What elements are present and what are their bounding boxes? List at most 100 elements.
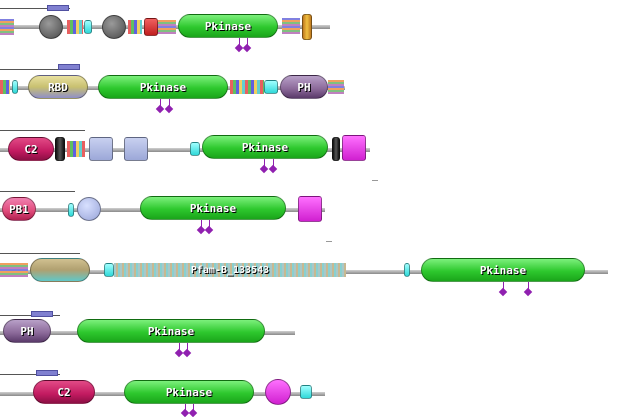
phosphosite-diamond-icon[interactable] [182,348,192,358]
pfam-b-region[interactable]: Pfam-B_133543 [114,263,346,277]
phosphosite-diamond-icon[interactable] [164,104,174,114]
segment-block-gold [302,14,312,40]
phosphosite-diamond-icon[interactable] [498,287,508,297]
row-label-line [0,191,75,192]
domain-label: C2 [24,142,38,156]
phosphosite-stem [179,343,180,351]
architecture-row-6: PH Pkinase [0,311,625,358]
pkinase-domain[interactable]: Pkinase [421,258,585,282]
phosphosite-stem [185,404,186,412]
ph-domain[interactable]: PH [280,75,328,99]
segment-block-black [332,137,340,161]
row-label-box[interactable] [47,5,69,11]
phosphosite-stem [503,282,504,290]
phosphosite-stem [273,159,274,167]
architecture-row-4: PB1 Pkinase [0,188,625,242]
n-terminal-domain[interactable] [30,258,90,282]
segment-block [282,18,300,34]
domain-label: C2 [57,385,71,399]
domain-circle[interactable] [265,379,291,405]
motif-square[interactable] [190,142,200,156]
architecture-row-7: C2 Pkinase [0,370,625,417]
rbd-domain[interactable]: RBD [28,75,88,99]
row-label-line [0,315,60,316]
phosphosite-stem [187,343,188,351]
domain-label: Pkinase [241,140,289,154]
phosphosite-stem [239,38,240,46]
phosphosite-diamond-icon[interactable] [268,164,278,174]
domain-label: Pkinase [189,201,237,215]
phosphosite-diamond-icon[interactable] [204,225,214,235]
segment-block [0,80,10,94]
motif-square[interactable] [104,263,114,277]
segment-block [128,20,142,34]
segment-block-red [144,18,158,36]
ph-domain[interactable]: PH [3,319,51,343]
c2-domain[interactable]: C2 [8,137,54,161]
pkinase-domain[interactable]: Pkinase [98,75,228,99]
segment-block [0,263,28,277]
phosphosite-stem [247,38,248,46]
domain-label: RBD [48,80,68,94]
phosphosite-diamond-icon[interactable] [259,164,269,174]
pb1-domain[interactable]: PB1 [2,197,36,221]
sequence-backbone [0,148,370,152]
row-label-line [0,253,80,254]
phosphosite-stem [209,220,210,228]
motif-square[interactable] [68,203,74,217]
phosphosite-stem [264,159,265,167]
repeat-square[interactable] [124,137,148,161]
phosphosite-stem [160,99,161,107]
domain-circle[interactable] [102,15,126,39]
c-terminal-square[interactable] [298,196,322,222]
domain-label: Pkinase [139,80,187,94]
phosphosite-diamond-icon[interactable] [242,43,252,53]
domain-circle[interactable] [77,197,101,221]
phosphosite-diamond-icon[interactable] [155,104,165,114]
architecture-row-2: RBD Pkinase PH [0,63,625,114]
pkinase-domain[interactable]: Pkinase [124,380,254,404]
motif-square[interactable] [404,263,410,277]
architecture-row-5: Pfam-B_133543 Pkinase [0,250,625,297]
domain-label: Pkinase [479,263,527,277]
domain-label: PH [297,80,311,94]
architecture-row-3: C2 Pkinase [0,127,625,181]
domain-label: Pfam-B_133543 [190,264,270,276]
row-label-line [0,130,85,131]
row-label-line [0,69,80,70]
motif-square[interactable] [300,385,312,399]
pkinase-domain[interactable]: Pkinase [178,14,278,38]
row-label-box[interactable] [58,64,80,70]
pkinase-domain[interactable]: Pkinase [77,319,265,343]
motif-square[interactable] [12,80,18,94]
c2-domain[interactable]: C2 [33,380,95,404]
motif-square[interactable] [84,20,92,34]
c-terminal-square[interactable] [342,135,366,161]
pkinase-domain[interactable]: Pkinase [140,196,286,220]
pkinase-domain[interactable]: Pkinase [202,135,328,159]
segment-block [67,20,83,34]
segment-block [230,80,264,94]
domain-label: Pkinase [147,324,195,338]
domain-label: Pkinase [165,385,213,399]
architecture-row-1: Pkinase [0,0,625,53]
motif-square[interactable] [264,80,278,94]
phosphosite-diamond-icon[interactable] [523,287,533,297]
domain-label: PB1 [9,202,29,216]
segment-block [67,141,85,157]
row-label-box[interactable] [31,311,53,317]
row-label-box[interactable] [36,370,58,376]
repeat-square[interactable] [89,137,113,161]
domain-label: Pkinase [204,19,252,33]
segment-block [0,19,14,35]
domain-circle[interactable] [39,15,63,39]
domain-label: PH [20,324,34,338]
phosphosite-stem [528,282,529,290]
row-label-line [0,8,70,9]
row-label-line [0,374,60,375]
segment-block [328,80,344,94]
phosphosite-stem [193,404,194,412]
phosphosite-stem [201,220,202,228]
segment-block [158,20,176,34]
